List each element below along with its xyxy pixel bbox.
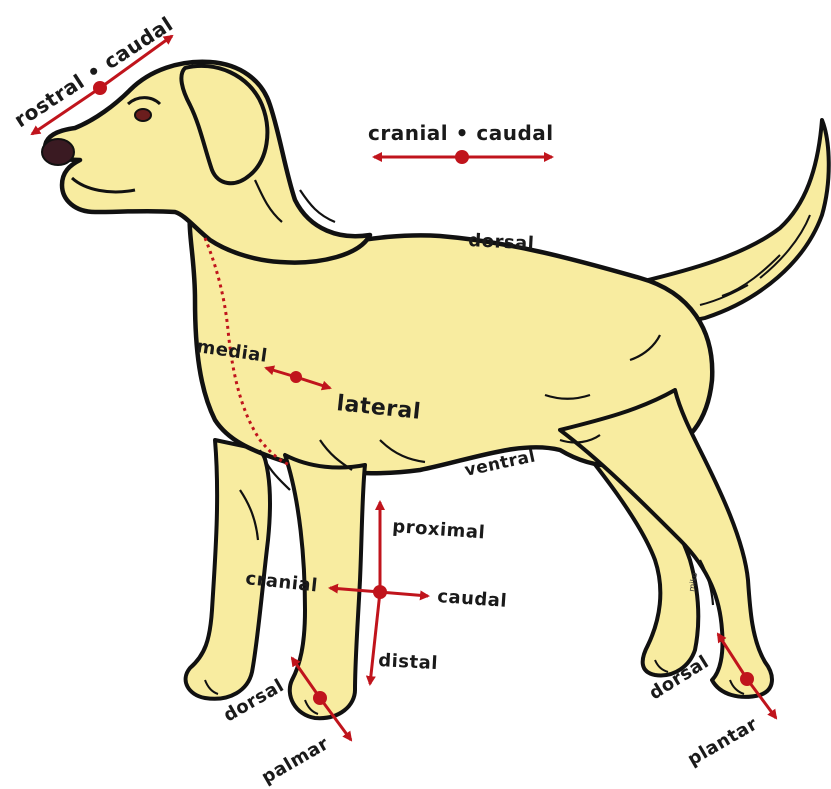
label-caudal-leg: caudal [437,586,508,612]
dog-eye [135,109,151,121]
label-cranial-caudal-top: cranial • caudal [368,121,554,145]
dog-illustration [42,62,829,718]
label-palmar: palmar [258,733,333,788]
label-distal: distal [378,650,439,674]
dog-nose [42,139,74,165]
label-plantar: plantar [684,714,761,771]
label-dorsal-back: dorsal [468,230,535,254]
label-proximal: proximal [392,516,486,543]
